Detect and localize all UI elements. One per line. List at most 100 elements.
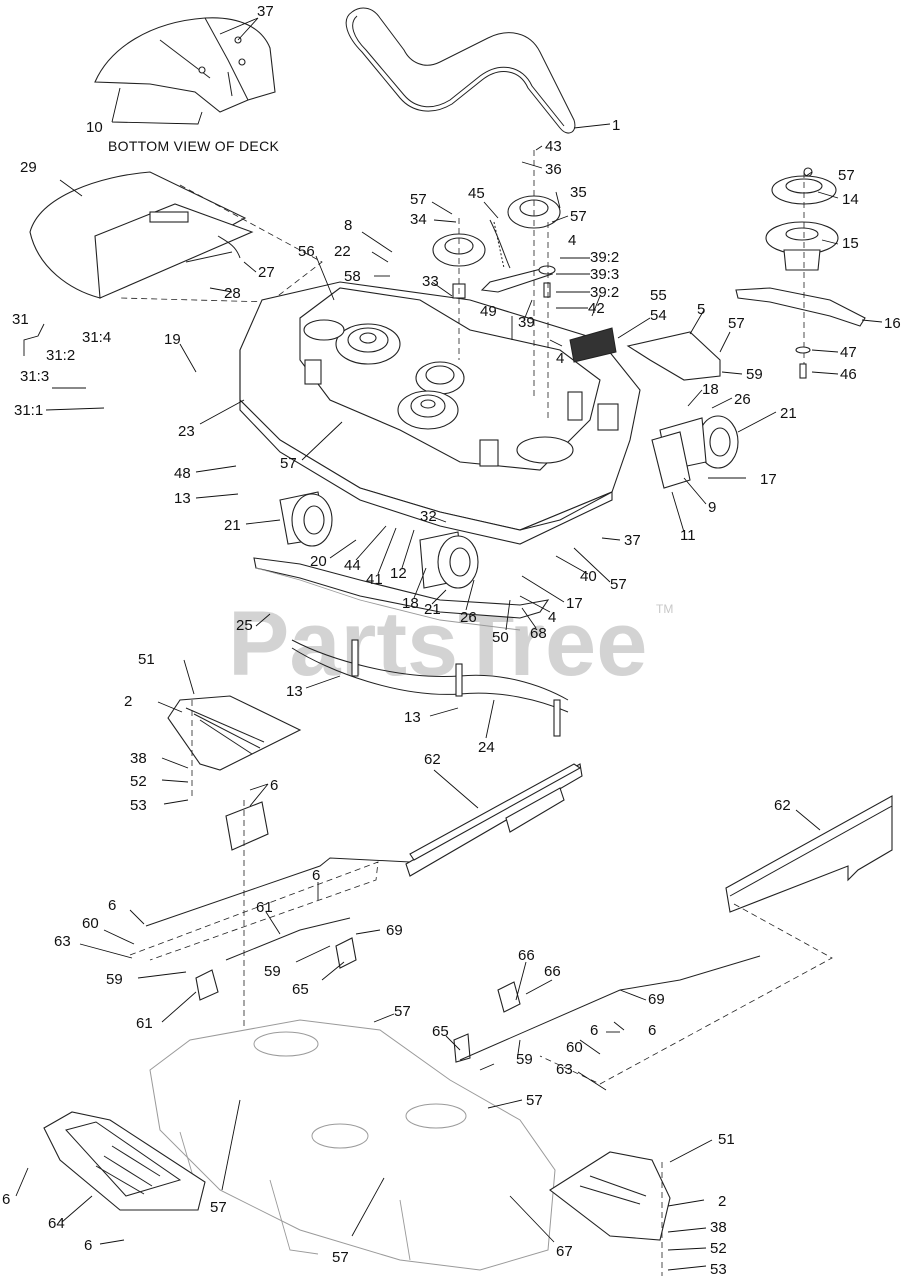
- part-label: 39: [518, 314, 535, 331]
- part-label: 50: [492, 629, 509, 646]
- part-label: 59: [516, 1051, 533, 1068]
- part-label: 53: [130, 797, 147, 814]
- part-label: 57: [570, 208, 587, 225]
- part-label: 38: [130, 750, 147, 767]
- watermark-tm: TM: [656, 602, 673, 616]
- part-label: 17: [566, 595, 583, 612]
- part-label: 36: [545, 161, 562, 178]
- belt: [345, 7, 576, 134]
- inset-caption: BOTTOM VIEW OF DECK: [108, 138, 279, 154]
- part-label: 18: [402, 595, 419, 612]
- part-label: 31:3: [20, 368, 49, 385]
- part-label: 4: [556, 350, 564, 367]
- part-label: 45: [468, 185, 485, 202]
- part-label: 42: [588, 300, 605, 317]
- part-label: 32: [420, 508, 437, 525]
- part-label: 33: [422, 273, 439, 290]
- part-label: 26: [734, 391, 751, 408]
- part-label: 48: [174, 465, 191, 482]
- part-label: 69: [648, 991, 665, 1008]
- part-label: 2: [124, 693, 132, 710]
- rail-62-right: [725, 795, 893, 913]
- part-label: 13: [174, 490, 191, 507]
- part-label: 39:2: [590, 249, 619, 266]
- part-label: 16: [884, 315, 901, 332]
- spindle-assembly: [735, 167, 866, 380]
- part-label: 8: [344, 217, 352, 234]
- part-label: 63: [556, 1061, 573, 1078]
- part-label: 11: [680, 527, 696, 544]
- part-label: 31:4: [82, 329, 111, 346]
- part-label: 57: [838, 167, 855, 184]
- tension-arm: [480, 150, 561, 420]
- part-label: 57: [610, 576, 627, 593]
- part-label: 21: [424, 601, 441, 618]
- leader-lines: [15, 17, 883, 1271]
- bottom-view-inset: [94, 17, 276, 113]
- part-label: 20: [310, 553, 327, 570]
- part-label: 6: [648, 1022, 656, 1039]
- part-label: 57: [728, 315, 745, 332]
- part-label: 67: [556, 1243, 573, 1260]
- part-label: 46: [840, 366, 857, 383]
- part-label: 66: [544, 963, 561, 980]
- wheel-left: [279, 491, 333, 547]
- part-label: 59: [264, 963, 281, 980]
- part-label: 55: [650, 287, 667, 304]
- part-label: 64: [48, 1215, 65, 1232]
- part-label: 6: [84, 1237, 92, 1254]
- part-label: 57: [280, 455, 297, 472]
- lower-deck: [149, 1019, 556, 1271]
- part-label: 23: [178, 423, 195, 440]
- part-label: 22: [334, 243, 351, 260]
- part-label: 21: [224, 517, 241, 534]
- part-label: 41: [366, 571, 383, 588]
- part-label: 60: [82, 915, 99, 932]
- part-label: 18: [702, 381, 719, 398]
- rail-62-left: [405, 763, 583, 877]
- part-label: 53: [710, 1261, 727, 1278]
- part-label: 12: [390, 565, 407, 582]
- part-label: 35: [570, 184, 587, 201]
- main-deck: [239, 281, 641, 545]
- wheel-center: [419, 531, 479, 589]
- part-label: 58: [344, 268, 361, 285]
- part-label: 13: [286, 683, 303, 700]
- skirt-25: [253, 557, 550, 631]
- part-label: 1: [612, 117, 620, 134]
- part-label: 57: [526, 1092, 543, 1109]
- bracket-5: [569, 327, 721, 381]
- part-label: 43: [545, 138, 562, 155]
- part-label: 21: [780, 405, 797, 422]
- part-label: 6: [312, 867, 320, 884]
- housing-29: [29, 171, 323, 303]
- plate-2-lower: [549, 1151, 671, 1276]
- part-label: 54: [650, 307, 667, 324]
- part-label: 14: [842, 191, 859, 208]
- part-label: 4: [548, 609, 556, 626]
- part-label: 5: [697, 301, 705, 318]
- part-label: 49: [480, 303, 497, 320]
- part-label: 57: [410, 191, 427, 208]
- part-label: 26: [460, 609, 477, 626]
- part-label: 37: [624, 532, 641, 549]
- part-label: 63: [54, 933, 71, 950]
- part-label: 47: [840, 344, 857, 361]
- part-label: 13: [404, 709, 421, 726]
- part-label: 31:1: [14, 402, 43, 419]
- part-label: 69: [386, 922, 403, 939]
- part-label: 68: [530, 625, 547, 642]
- part-label: 61: [256, 899, 273, 916]
- part-label: 65: [432, 1023, 449, 1040]
- part-label: 57: [394, 1003, 411, 1020]
- part-label: 9: [708, 499, 716, 516]
- part-label: 31:2: [46, 347, 75, 364]
- part-label: 24: [478, 739, 495, 756]
- part-label: 52: [130, 773, 147, 790]
- part-label: 39:3: [590, 266, 619, 283]
- part-label: 25: [236, 617, 253, 634]
- part-label: 10: [86, 119, 103, 136]
- part-number-labels: 37 10 1 43 36 35 57 4 39:2 39:3 39:2 42 …: [2, 3, 901, 1278]
- part-label: 2: [718, 1193, 726, 1210]
